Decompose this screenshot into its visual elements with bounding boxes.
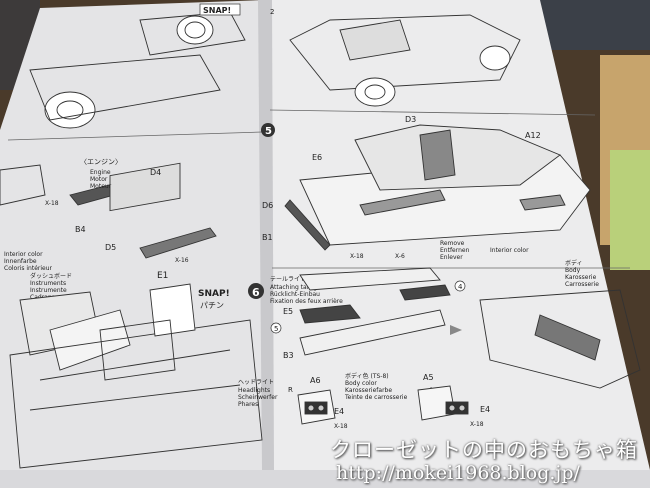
right-top-drawing (289, 14, 521, 107)
label-e6: E6 (312, 153, 322, 162)
label-e1: E1 (157, 271, 168, 281)
remove-en: Remove (440, 240, 465, 247)
label-x16: X-16 (175, 257, 189, 264)
label-d4: D4 (150, 168, 161, 177)
watermark-title: クローゼットの中のおもちゃ箱 (330, 438, 638, 462)
body-line-0: Body (565, 267, 581, 274)
watermark-url: http://mokei1968.blog.jp/ (336, 462, 580, 484)
engine-line-0: Engine (90, 169, 111, 176)
step5-number: 5 (265, 126, 272, 137)
engine-line-2: Moteur (90, 183, 112, 190)
label-d5: D5 (105, 243, 116, 252)
interior-line-0: Interior color (4, 251, 43, 258)
dashboard-line-1: Instrumente (30, 287, 67, 294)
body-jp: ボディ (565, 259, 583, 267)
step6-title-2: Fixation des feux arrière (270, 298, 343, 305)
body-line-1: Karosserie (565, 274, 597, 281)
label-x18-left: X-18 (45, 200, 59, 207)
cockpit-drawing (9, 283, 263, 469)
paint-0: Body color (345, 380, 377, 387)
headlights-jp: ヘッドライト (238, 379, 274, 386)
label-x18-s5: X-18 (350, 253, 364, 260)
label-d6: D6 (262, 201, 273, 210)
headlights-1: Scheinwerfer (238, 394, 278, 401)
remove-de: Entfernen (440, 247, 470, 254)
top-snap-label: SNAP! (203, 6, 231, 15)
dashboard-line-0: Instruments (30, 280, 66, 287)
top-part-text: 2 (270, 8, 274, 16)
callout-5: 5 (274, 325, 278, 333)
label-a12: A12 (525, 131, 541, 140)
dashboard-jp: ダッシュボード (30, 272, 72, 280)
label-b4: B4 (75, 225, 86, 234)
interior-line-2: Coloris intérieur (4, 265, 53, 272)
blog-watermark: クローゼットの中のおもちゃ箱 http://mokei1968.blog.jp/ (300, 428, 650, 488)
mark-r: R (288, 386, 293, 394)
paint-1: Karosseriefarbe (345, 387, 392, 394)
label-e4-right: E4 (480, 405, 490, 414)
remove-fr: Enlever (440, 254, 463, 261)
headlights-0: Headlights (238, 387, 270, 394)
step5-drawing (284, 124, 591, 251)
label-d3: D3 (405, 115, 416, 124)
engine-drawing (0, 162, 217, 259)
engine-jp: 〈エンジン〉 (80, 158, 122, 166)
label-b1: B1 (262, 233, 273, 242)
headlights-2: Phares (238, 401, 258, 408)
paint-jp: ボディ色 (TS-8) (345, 372, 389, 380)
headlight-parts (297, 385, 469, 425)
interior-color-s5: Interior color (490, 247, 529, 254)
snap-jp: パチン (200, 301, 224, 310)
label-x18-hl-right: X-18 (470, 421, 484, 428)
body-line-2: Carrosserie (565, 281, 599, 288)
label-e4-left: E4 (334, 407, 344, 416)
callout-4: 4 (458, 283, 463, 291)
step6-title-0: Attaching taillights (270, 284, 326, 291)
label-x18-hl-left: X-18 (334, 423, 348, 430)
label-b3: B3 (283, 351, 294, 360)
label-e5: E5 (283, 307, 293, 316)
snap-label: SNAP! (198, 289, 230, 299)
paint-2: Teinte de carrosserie (344, 394, 408, 401)
taillight-drawing (299, 267, 641, 389)
step6-number: 6 (252, 286, 260, 299)
label-a5: A5 (423, 373, 434, 382)
label-x6: X-6 (395, 253, 405, 260)
label-a6: A6 (310, 376, 321, 385)
interior-line-1: Innenfarbe (4, 258, 37, 265)
engine-line-1: Motor (90, 176, 108, 183)
step6-title-1: Rücklicht-Einbau (270, 291, 320, 298)
